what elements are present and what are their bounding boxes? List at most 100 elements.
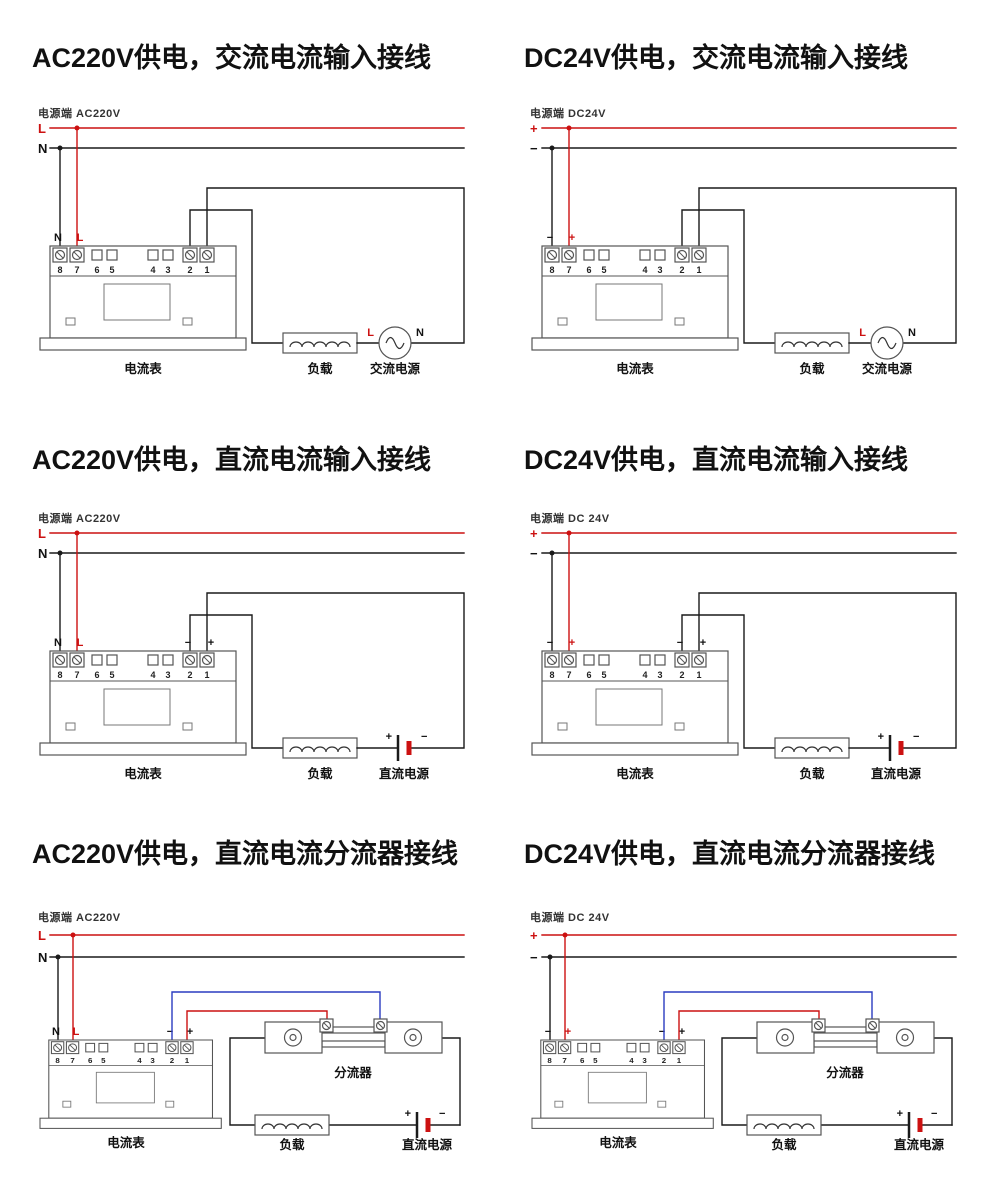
load-caption: 负载 (279, 1137, 305, 1152)
source-right-label: N (416, 327, 424, 339)
rail-neutral-label: N (38, 546, 47, 561)
terminal7-label: + (569, 232, 575, 244)
meter-caption: 电流表 (616, 361, 654, 376)
rail-live-label: L (38, 526, 46, 541)
power-terminal-label: 电源端 AC220V (38, 511, 121, 525)
rail-live-label: L (38, 928, 46, 943)
source-caption: 交流电源 (862, 361, 913, 376)
power-terminal-label: 电源端 DC24V (530, 106, 606, 120)
junction-dot (74, 125, 80, 131)
dc-source (398, 735, 409, 761)
load (282, 332, 358, 354)
panel-dc24v-shunt: DC24V供电，直流电流分流器接线 电源端 DC 24V + − − + − +… (524, 839, 957, 1152)
source-caption: 直流电源 (402, 1137, 453, 1152)
rail-negative-label: − (530, 141, 538, 156)
wire-shunt-return (933, 1037, 953, 1126)
shunt (756, 1018, 935, 1054)
wire-shunt-to-load (229, 1037, 266, 1126)
ammeter (39, 245, 247, 351)
terminal7-label: L (77, 637, 84, 649)
load-caption: 负载 (307, 766, 333, 781)
power-terminal-label: 电源端 DC 24V (530, 910, 610, 924)
source-caption: 直流电源 (871, 766, 922, 781)
load (774, 737, 850, 759)
meter-caption: 电流表 (124, 766, 162, 781)
terminal1-label: + (679, 1026, 685, 1038)
panel-ac220v-ac-input: AC220V供电，交流电流输入接线 电源端 AC220V L N N L L N… (32, 42, 465, 376)
wire-shunt-return (441, 1037, 461, 1126)
load-caption: 负载 (307, 361, 333, 376)
source-plus-label: + (878, 731, 884, 743)
source-left-label: L (367, 327, 374, 339)
ammeter (39, 650, 247, 756)
diagram-title: AC220V供电，交流电流输入接线 (32, 42, 431, 73)
rail-positive-label: + (530, 121, 538, 136)
load-caption: 负载 (771, 1137, 797, 1152)
terminal8-label: − (547, 232, 553, 244)
ammeter (531, 245, 739, 351)
terminal7-label: L (73, 1026, 80, 1038)
sense-wire-red (186, 1010, 328, 1046)
terminal1-label: + (187, 1026, 193, 1038)
terminal2-label: − (167, 1026, 173, 1038)
diagram-title: DC24V供电，直流电流分流器接线 (524, 839, 935, 869)
junction-dot (74, 530, 80, 536)
wire-input-terminal2 (189, 614, 284, 749)
ammeter (39, 1039, 222, 1129)
rail-negative-label: − (530, 546, 538, 561)
junction-dot (549, 550, 555, 556)
junction-dot (566, 530, 572, 536)
sense-wire-blue (171, 991, 381, 1046)
shunt (264, 1018, 443, 1054)
junction-dot (562, 932, 568, 938)
power-terminal-label: 电源端 DC 24V (530, 511, 610, 525)
sense-wire-blue (663, 991, 873, 1046)
terminal2-label: − (659, 1026, 665, 1038)
source-minus-label: − (931, 1108, 937, 1120)
shunt-caption: 分流器 (334, 1065, 372, 1080)
meter-caption: 电流表 (124, 361, 162, 376)
terminal7-label: + (569, 637, 575, 649)
wire-shunt-to-load (721, 1037, 758, 1126)
ac-source (870, 326, 904, 360)
dc-source (909, 1112, 920, 1138)
power-terminal-label: 电源端 AC220V (38, 910, 121, 924)
meter-caption: 电流表 (599, 1135, 637, 1150)
wire-input-terminal1 (698, 187, 957, 344)
source-plus-label: + (386, 731, 392, 743)
dc-source (417, 1112, 428, 1138)
terminal8-label: − (547, 637, 553, 649)
load (282, 737, 358, 759)
terminal2-label: − (677, 637, 683, 649)
wire-input-terminal2 (681, 209, 776, 344)
terminal1-label: + (700, 637, 706, 649)
panel-dc24v-ac-input: DC24V供电，交流电流输入接线 电源端 DC24V + − − + L N 电… (524, 42, 957, 376)
diagram-title: DC24V供电，直流电流输入接线 (524, 444, 908, 475)
source-minus-label: − (913, 731, 919, 743)
junction-dot (549, 145, 555, 151)
panel-dc24v-dc-input: DC24V供电，直流电流输入接线 电源端 DC 24V + − − + − + … (524, 444, 957, 781)
terminal8-label: N (52, 1026, 60, 1038)
load (774, 332, 850, 354)
wire-input-terminal1 (206, 187, 465, 344)
diagram-title: AC220V供电，直流电流分流器接线 (32, 839, 458, 869)
load (746, 1114, 822, 1136)
wire-input-terminal1 (206, 592, 465, 749)
rail-neutral-label: N (38, 950, 47, 965)
junction-dot (70, 932, 76, 938)
load-caption: 负载 (799, 361, 825, 376)
source-plus-label: + (897, 1108, 903, 1120)
source-caption: 直流电源 (894, 1137, 945, 1152)
diagram-title: AC220V供电，直流电流输入接线 (32, 444, 431, 475)
source-right-label: N (908, 327, 916, 339)
sense-wire-red (678, 1010, 820, 1046)
load-caption: 负载 (799, 766, 825, 781)
rail-positive-label: + (530, 526, 538, 541)
panel-ac220v-shunt: AC220V供电，直流电流分流器接线 电源端 AC220V L N N L − … (32, 839, 465, 1152)
terminal1-label: + (208, 637, 214, 649)
meter-caption: 电流表 (616, 766, 654, 781)
source-minus-label: − (439, 1108, 445, 1120)
rail-neutral-label: N (38, 141, 47, 156)
diagram-title: DC24V供电，交流电流输入接线 (524, 42, 908, 73)
